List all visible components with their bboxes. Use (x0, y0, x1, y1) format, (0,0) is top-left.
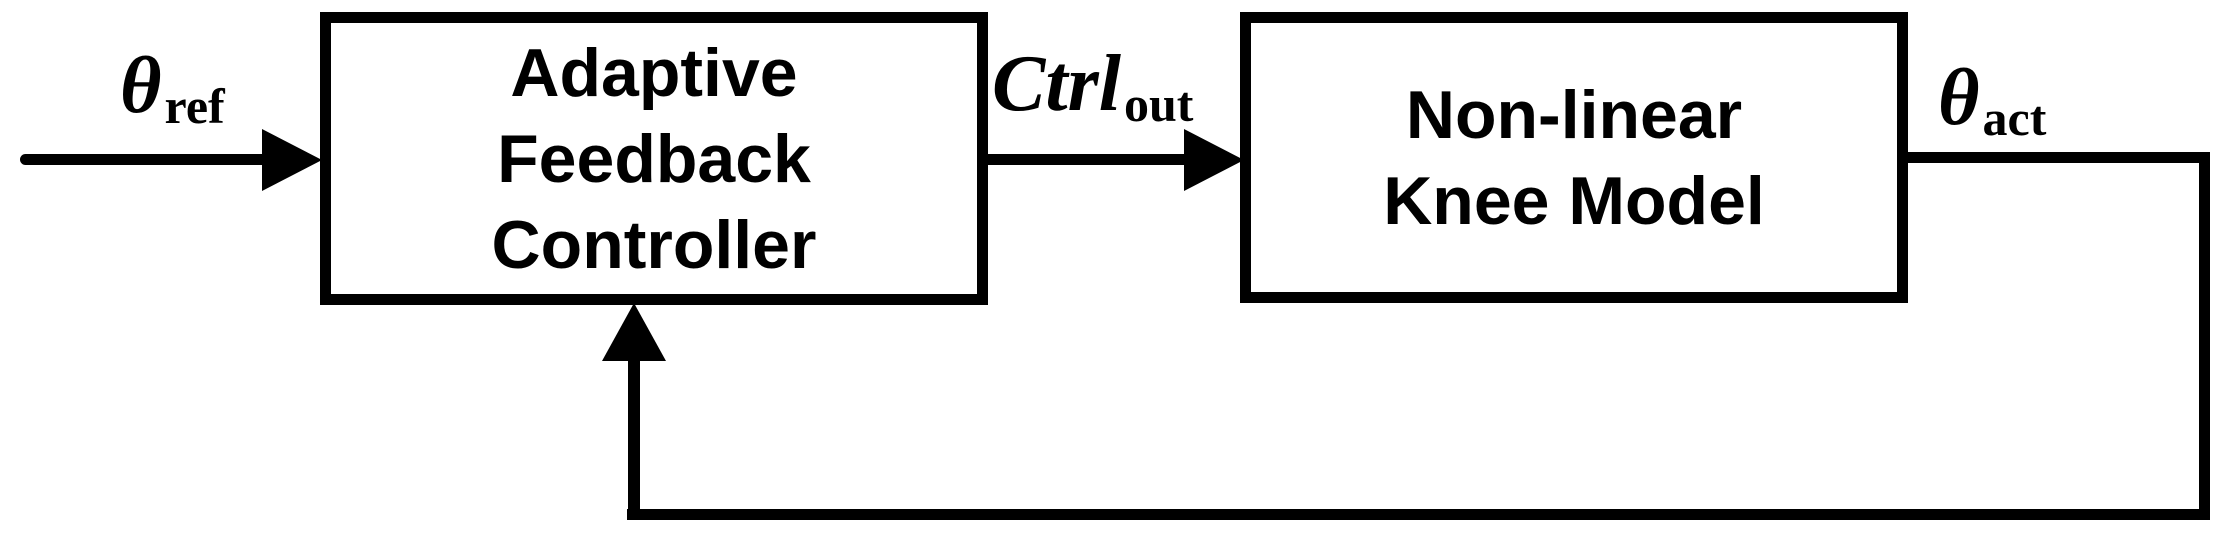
controller-block-label-line2: Feedback (497, 120, 811, 197)
theta-act-label: θact (1938, 58, 2046, 158)
reference-arrow-shaft (20, 154, 268, 165)
ctrl-out-label: Ctrlout (992, 44, 1193, 144)
control-arrow-shaft (988, 154, 1188, 165)
feedback-line-top (1903, 152, 2210, 163)
control-arrowhead-icon (1184, 129, 1244, 191)
feedback-arrowhead-icon (602, 303, 666, 361)
ctrl-out-symbol: Ctrl (992, 40, 1121, 128)
reference-arrowhead-icon (262, 129, 322, 191)
theta-act-subscript: act (1982, 90, 2047, 146)
knee-model-block-label-line1: Non-linear (1405, 76, 1743, 153)
controller-block-label-line1: Adaptive (510, 34, 798, 111)
theta-ref-symbol: θ (120, 42, 162, 130)
feedback-line-up (628, 355, 640, 520)
knee-model-block: Non-linear Knee Model (1240, 12, 1908, 303)
theta-act-symbol: θ (1938, 54, 1980, 142)
controller-block: Adaptive Feedback Controller (320, 12, 988, 305)
theta-ref-subscript: ref (164, 78, 225, 134)
theta-ref-label: θref (120, 46, 225, 146)
knee-model-block-label-line2: Knee Model (1383, 162, 1765, 239)
feedback-line-bottom (627, 509, 2210, 520)
controller-block-label-line3: Controller (491, 206, 817, 283)
feedback-line-right (2199, 152, 2210, 520)
ctrl-out-subscript: out (1123, 76, 1194, 132)
